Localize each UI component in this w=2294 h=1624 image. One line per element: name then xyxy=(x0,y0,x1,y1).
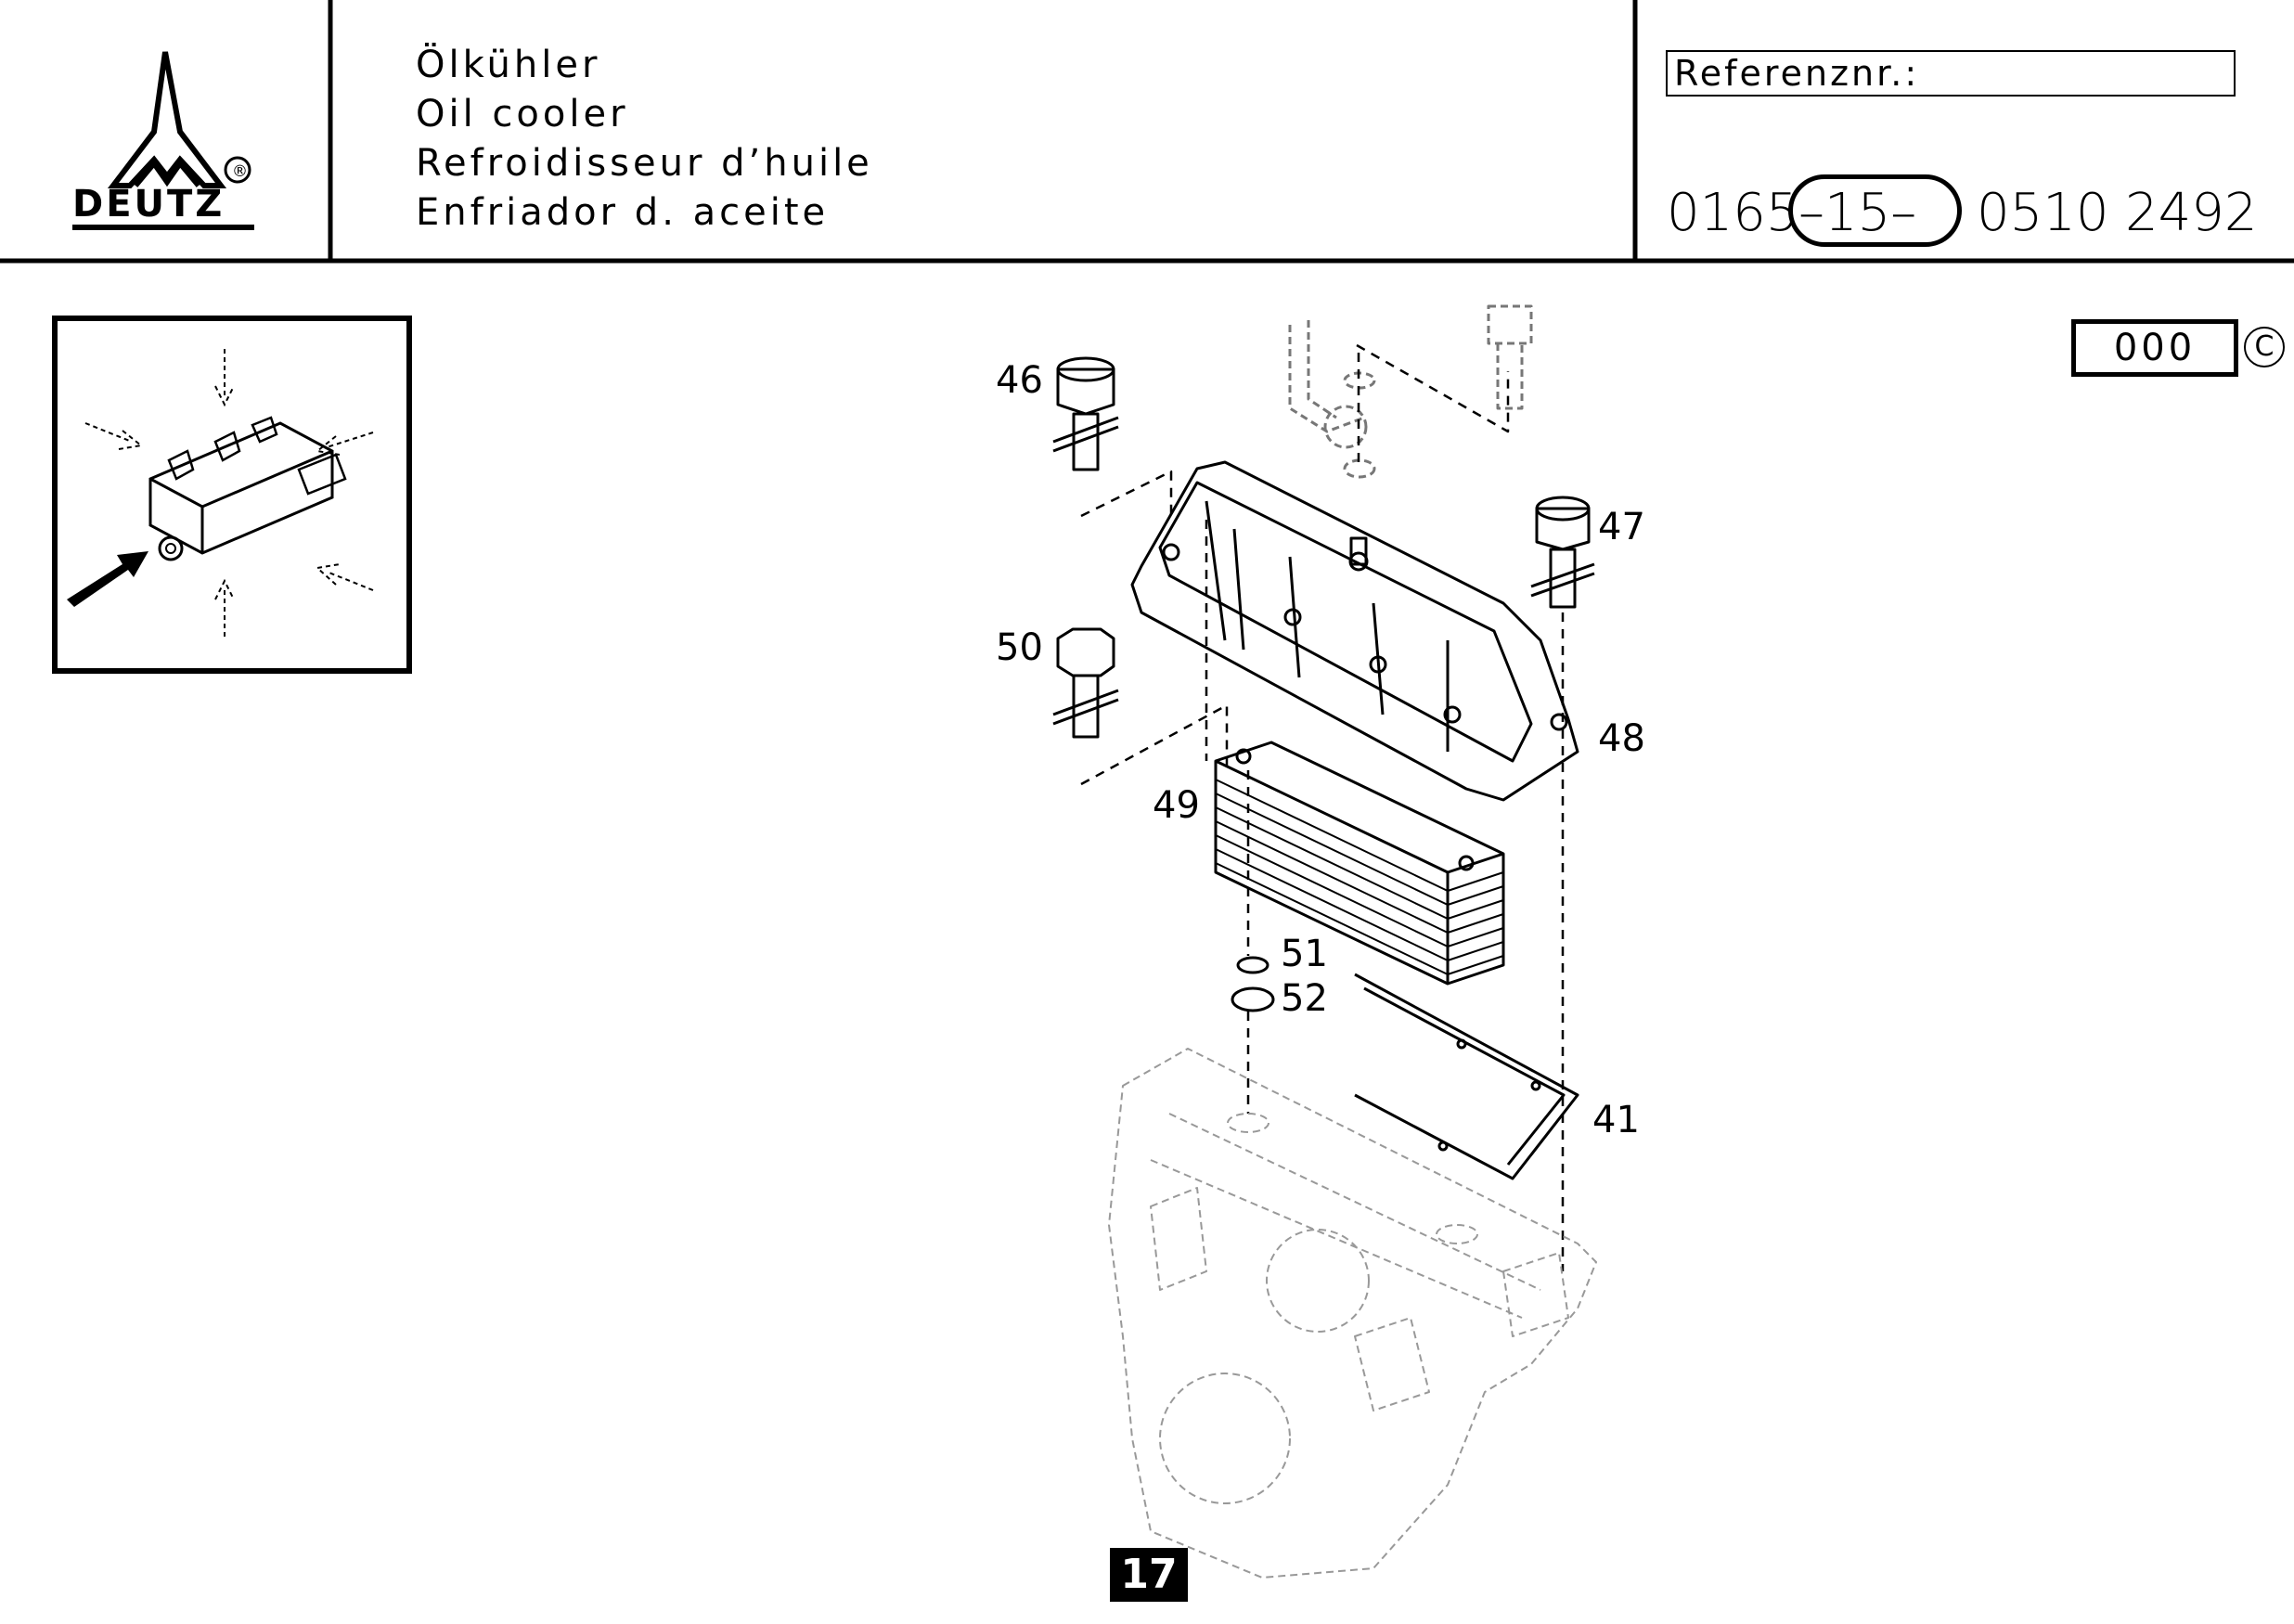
callout-49: 49 xyxy=(1153,784,1200,827)
page-number: 17 xyxy=(1110,1548,1188,1602)
brand-name: DEUTZ xyxy=(72,183,226,226)
callout-51: 51 xyxy=(1281,933,1328,975)
title-fr: Refroidisseur d’huile xyxy=(416,142,873,185)
reference-section: –15– xyxy=(1798,183,1917,243)
cooler-49 xyxy=(1214,741,1505,986)
bolt-46 xyxy=(1052,356,1119,471)
svg-text:®: ® xyxy=(232,162,248,181)
callout-48: 48 xyxy=(1598,717,1645,760)
engine-orientation-inset xyxy=(52,316,412,674)
reference-box xyxy=(1666,50,2236,97)
callout-46: 46 xyxy=(996,359,1043,402)
title-es: Enfriador d. aceite xyxy=(416,191,830,234)
reference-label: Referenznr.: xyxy=(1674,53,1920,94)
section-oval xyxy=(1788,174,1962,247)
reference-part2: 0510 xyxy=(1977,183,2109,243)
callout-52: 52 xyxy=(1281,977,1328,1020)
oring-51 xyxy=(1236,956,1269,974)
engine-block-outline xyxy=(1108,1048,1597,1579)
pipe-fitting xyxy=(1288,304,1533,479)
housing-48 xyxy=(1130,460,1579,802)
gasket-41 xyxy=(1354,973,1579,1180)
title-de: Ölkühler xyxy=(416,44,601,86)
reference-part3: 2492 xyxy=(2125,183,2258,243)
title-en: Oil cooler xyxy=(416,93,629,135)
deutz-logo: ® DEUTZ xyxy=(65,46,288,241)
callout-47: 47 xyxy=(1598,506,1645,548)
reference-part1: 0165 xyxy=(1667,183,1799,243)
bolt-47 xyxy=(1530,496,1595,609)
bolt-50 xyxy=(1052,627,1119,739)
copyright-icon: C xyxy=(2244,327,2285,367)
engine-orientation-icon xyxy=(67,349,374,637)
callout-41: 41 xyxy=(1592,1099,1640,1141)
deutz-logo-mark-icon: ® xyxy=(72,51,254,230)
oring-52 xyxy=(1231,986,1275,1012)
callout-50: 50 xyxy=(996,626,1043,669)
variant-code: 000 xyxy=(2071,319,2238,377)
